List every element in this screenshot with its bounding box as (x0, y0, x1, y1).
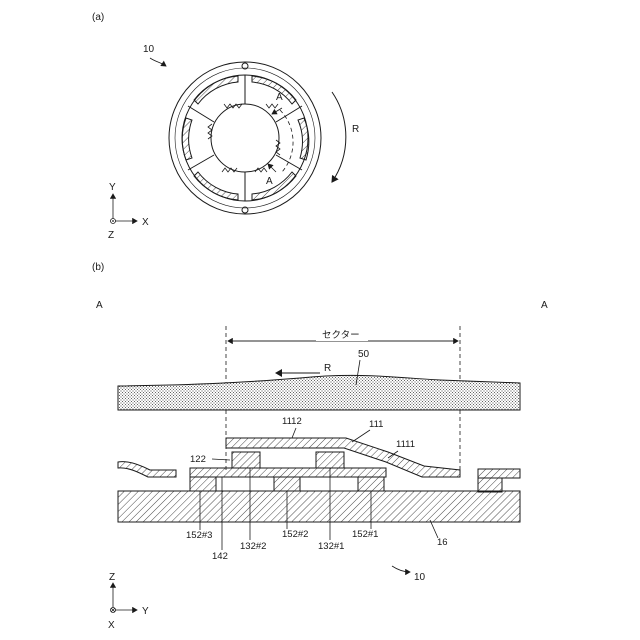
spacer-152-1 (358, 477, 384, 491)
label-132-1: 132#1 (318, 541, 344, 552)
panel-a: (a) 10 (92, 12, 359, 241)
base-16 (118, 491, 520, 522)
sector-label: セクター (322, 330, 360, 341)
leader-16 (430, 520, 438, 538)
spacer-132-1 (316, 452, 344, 468)
label-50: 50 (358, 349, 370, 360)
spacer-152-2 (274, 477, 300, 491)
panel-b-tag: (b) (92, 262, 104, 273)
spacer-right (478, 478, 502, 492)
device-ref-label: 10 (143, 44, 155, 55)
device-ref-leader-b (392, 566, 410, 572)
rotation-arrow (332, 92, 346, 182)
label-152-3: 152#3 (186, 530, 212, 541)
section-line-a (280, 110, 293, 172)
section-right-label: A (541, 300, 548, 311)
axis-b-right: Y (142, 606, 149, 617)
label-132-2: 132#2 (240, 541, 266, 552)
section-arrow-lower (268, 164, 276, 172)
label-122: 122 (190, 454, 206, 465)
leader-122 (212, 459, 230, 460)
axis-a-origin: Z (108, 230, 114, 241)
section-mark-a-upper: A (276, 92, 283, 103)
leader-1112 (292, 428, 296, 438)
spacer-132-2 (232, 452, 260, 468)
axes-b: Z Y X (108, 572, 149, 631)
spacer-152-3 (190, 477, 216, 491)
panel-a-tag: (a) (92, 12, 104, 23)
leader-111 (352, 430, 370, 442)
rotor-disk-50 (118, 375, 520, 410)
label-111: 111 (369, 419, 383, 430)
hub-circle (211, 104, 279, 172)
label-152-1: 152#1 (352, 529, 378, 540)
axes-a: Y X Z (108, 182, 149, 241)
section-left-label: A (96, 300, 103, 311)
axis-b-up: Z (109, 572, 115, 583)
panel-b: (b) A A セクター 50 R 1112 111 1111 122 (92, 262, 548, 631)
left-spring-end (118, 462, 176, 477)
axis-a-right: X (142, 217, 149, 228)
label-142: 142 (212, 551, 228, 562)
plate-142 (190, 468, 386, 477)
right-plate-stub (478, 469, 520, 478)
label-152-2: 152#2 (282, 529, 308, 540)
section-mark-a-lower: A (266, 176, 273, 187)
device-ref-leader (150, 58, 166, 66)
rotation-label-b: R (324, 363, 331, 374)
label-1111: 1111 (396, 439, 415, 450)
label-10-b: 10 (414, 572, 426, 583)
label-16: 16 (437, 537, 448, 548)
axis-a-up: Y (109, 182, 116, 193)
rotation-label: R (352, 124, 359, 135)
label-1112: 1112 (282, 416, 302, 427)
ring-hatch-segments (182, 76, 308, 200)
axis-b-origin: X (108, 620, 115, 631)
